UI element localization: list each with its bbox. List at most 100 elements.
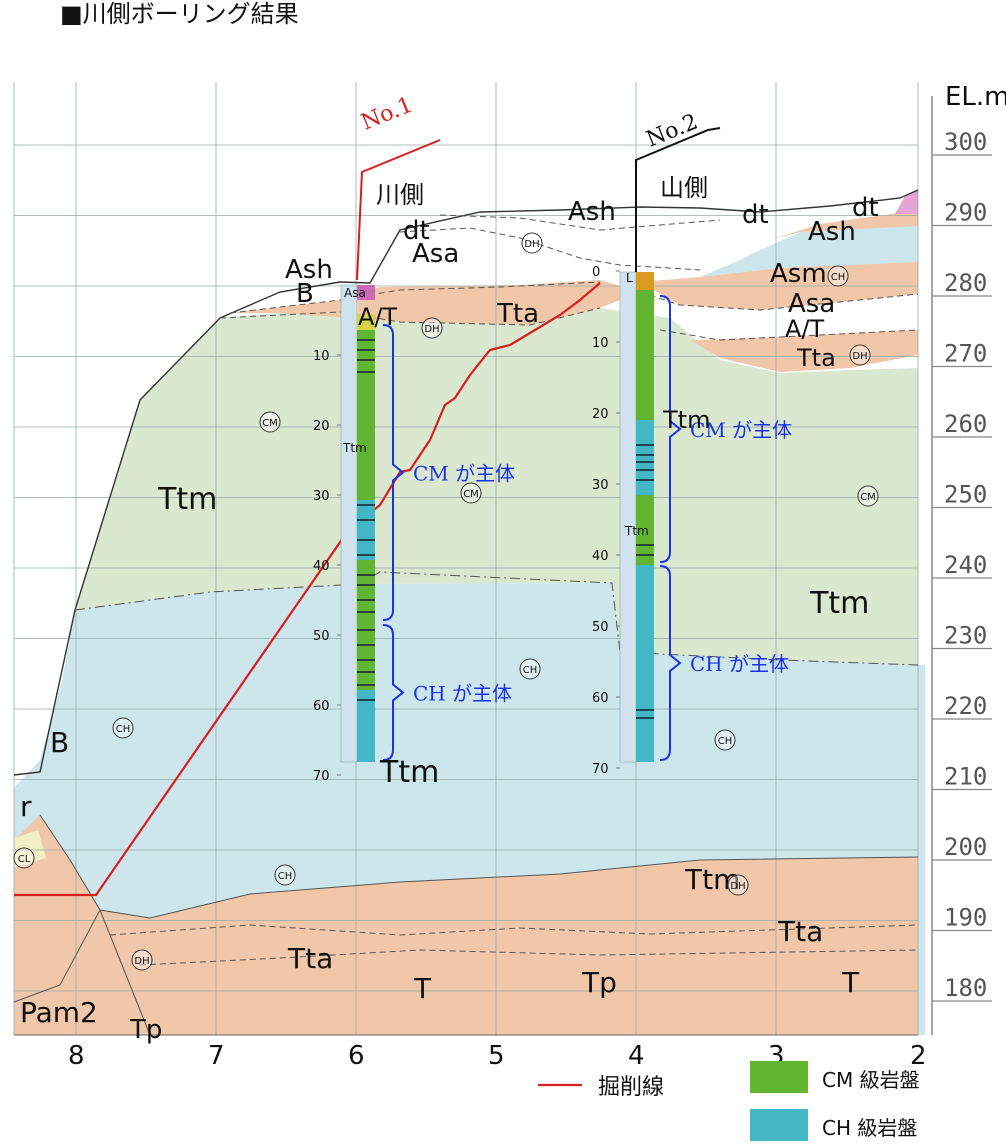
brace-label: CM が主体 — [413, 462, 515, 486]
elevation-tick-label: 240 — [944, 551, 987, 579]
layer-label: Tp — [129, 1015, 162, 1045]
borehole-casing — [619, 271, 637, 763]
borehole-side-label: 川側 — [376, 181, 424, 209]
elevation-tick-label: 190 — [944, 904, 987, 932]
page-title: ■川側ボーリング結果 — [60, 0, 299, 28]
geology-zones — [14, 190, 925, 1035]
layer-boundaries — [13, 189, 919, 1036]
lower-dashed-2 — [139, 949, 919, 966]
upper-terrace-left — [230, 280, 640, 325]
borehole-brace — [382, 324, 405, 621]
cm-zone — [75, 308, 918, 665]
upper-terrace-right — [640, 260, 918, 310]
depth-tick-label: 50 — [592, 620, 609, 635]
asm-zone — [700, 225, 918, 277]
elevation-tick-label: 180 — [944, 974, 987, 1002]
layer-label: Ash — [285, 255, 333, 285]
ch-cm-boundary — [74, 571, 919, 666]
legend-ch-swatch — [750, 1109, 808, 1141]
depth-tick-label: 60 — [592, 691, 609, 706]
svg-text:CL: CL — [18, 854, 31, 865]
layer-label: T — [841, 966, 860, 999]
column-tag: Ttm — [342, 441, 367, 455]
elevation-tick-label: 280 — [944, 269, 987, 297]
borehole-brace — [659, 565, 682, 761]
svg-text:DH: DH — [852, 351, 867, 362]
brace-label: CH が主体 — [690, 652, 789, 676]
lower-terrace-boundary — [99, 856, 919, 919]
depth-tick-label: 70 — [313, 769, 330, 784]
svg-text:CH: CH — [831, 272, 846, 283]
depth-tick-label: 30 — [592, 478, 609, 493]
core-segment — [357, 285, 375, 300]
left-wedge-line-2 — [13, 909, 101, 1003]
legend-cm-label: CM 級岩盤 — [822, 1068, 920, 1092]
core-segment — [636, 420, 654, 495]
depth-tick-label: 10 — [592, 336, 609, 351]
depth-tick-label: 20 — [592, 407, 609, 422]
rock-class-marker: CH — [714, 729, 736, 751]
svg-text:CM: CM — [860, 492, 876, 503]
svg-text:CH: CH — [718, 736, 733, 747]
column-tag: Ttm — [624, 524, 649, 538]
rock-class-marker: CH — [827, 265, 849, 287]
layer-label: Asm — [770, 259, 827, 289]
layer-label: B — [296, 279, 314, 309]
legend-cm-swatch — [750, 1061, 808, 1093]
depth-tick-label: 20 — [313, 419, 330, 434]
borehole-casing — [340, 284, 358, 763]
rock-class-marker: CH — [519, 658, 541, 680]
core-segment — [357, 560, 375, 690]
rock-class-marker: CH — [274, 864, 296, 886]
station-tick-label: 4 — [628, 1041, 645, 1071]
ash-orange — [770, 210, 918, 240]
layer-label: dt — [742, 200, 769, 230]
borehole-marker-line — [356, 139, 441, 281]
svg-text:CH: CH — [523, 665, 538, 676]
layer-label: Ttm — [684, 863, 740, 896]
elevation-unit-label: EL.m — [945, 82, 1006, 112]
station-tick-label: 6 — [348, 1041, 365, 1071]
core-segment — [636, 290, 654, 420]
svg-text:DH: DH — [134, 956, 149, 967]
svg-text:DH: DH — [524, 239, 539, 250]
layer-label: Tp — [581, 966, 617, 999]
elevation-tick-label: 270 — [944, 340, 987, 368]
left-wedge-line — [39, 814, 151, 1036]
station-tick-label: 2 — [910, 1041, 927, 1071]
layer-label: Pam2 — [20, 996, 98, 1029]
svg-text:DH: DH — [424, 324, 439, 335]
layer-label: Ash — [808, 217, 856, 247]
depth-tick-label: 40 — [592, 549, 609, 564]
station-tick-label: 7 — [208, 1041, 225, 1071]
legend-ch-label: CH 級岩盤 — [822, 1116, 917, 1140]
rock-class-marker: DH — [521, 232, 543, 254]
boundary-line-6 — [659, 329, 919, 341]
layer-label: dt — [403, 216, 430, 246]
rock-class-marker: DH — [727, 874, 749, 896]
layer-label: B — [50, 726, 69, 759]
legend: 掘削線 CM 級岩盤 CH 級岩盤 — [538, 1061, 920, 1141]
core-segment — [357, 314, 375, 330]
layer-label: Tta — [777, 915, 823, 948]
borehole-brace — [659, 295, 682, 563]
layer-label: Ttm — [157, 482, 217, 517]
core-segment — [357, 690, 375, 762]
lower-dashed-1 — [109, 924, 919, 936]
core-segment — [357, 330, 375, 500]
layer-label: r — [20, 790, 32, 823]
column-tag: L — [626, 271, 633, 285]
layer-label: Tta — [496, 299, 539, 329]
ash-pink — [895, 190, 918, 214]
svg-text:CM: CM — [262, 418, 278, 429]
rock-class-marker: CM — [259, 411, 281, 433]
layer-label: Ttm — [379, 755, 439, 790]
depth-tick-label: 50 — [313, 629, 330, 644]
layer-label: T — [413, 972, 432, 1005]
borehole-marker-line — [635, 127, 721, 272]
